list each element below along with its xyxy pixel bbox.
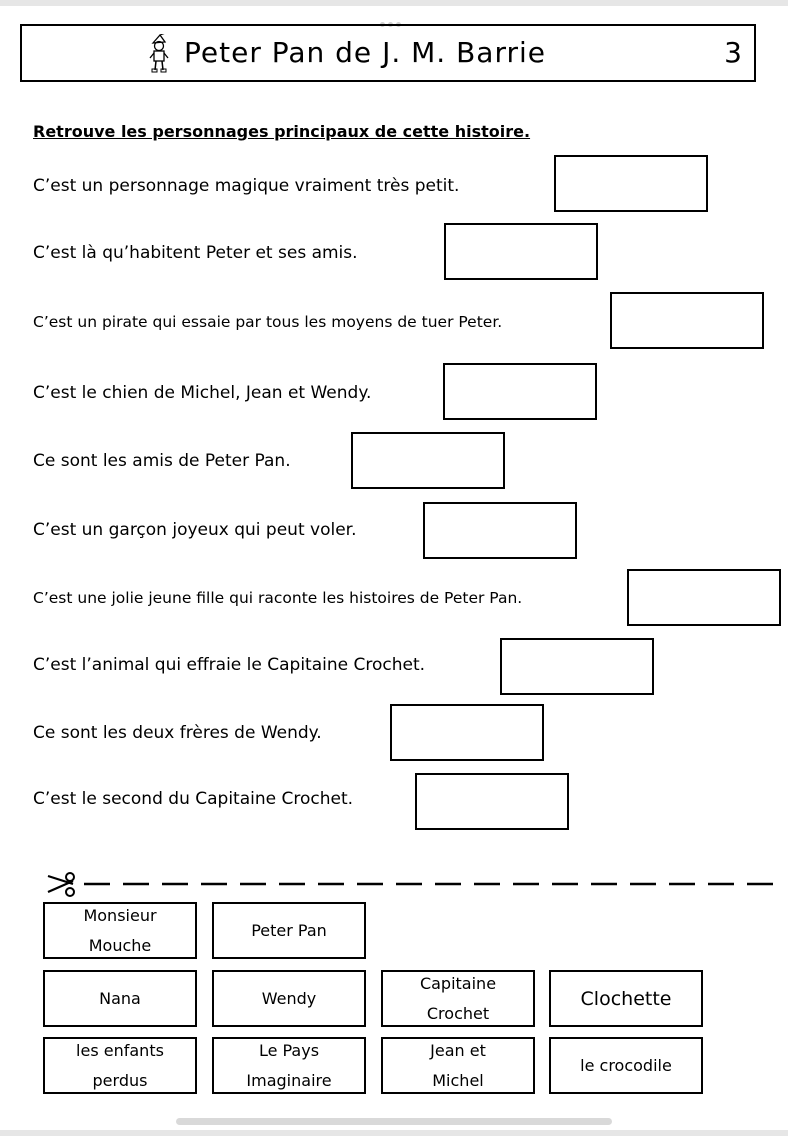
answer-box-8[interactable] bbox=[500, 638, 654, 695]
card-clochette[interactable]: Clochette bbox=[549, 970, 703, 1027]
question-10: C’est le second du Capitaine Crochet. bbox=[33, 789, 354, 809]
cut-line bbox=[47, 872, 782, 897]
question-4: C’est le chien de Michel, Jean et Wendy. bbox=[33, 383, 372, 403]
horizontal-scrollbar[interactable] bbox=[176, 1118, 612, 1125]
card-crocodile[interactable]: le crocodile bbox=[549, 1037, 703, 1094]
drag-handle[interactable] bbox=[380, 12, 408, 27]
answer-box-2[interactable] bbox=[444, 223, 598, 280]
card-peter-pan[interactable]: Peter Pan bbox=[212, 902, 366, 959]
answer-box-5[interactable] bbox=[351, 432, 505, 489]
page-number: 3 bbox=[724, 36, 742, 69]
title-box: Peter Pan de J. M. Barrie 3 bbox=[20, 24, 756, 82]
answer-box-6[interactable] bbox=[423, 502, 577, 559]
answer-box-1[interactable] bbox=[554, 155, 708, 212]
peter-pan-figure-icon bbox=[149, 34, 169, 73]
answer-box-9[interactable] bbox=[390, 704, 544, 761]
bottom-bar bbox=[0, 1130, 788, 1136]
answer-box-3[interactable] bbox=[610, 292, 764, 349]
answer-box-7[interactable] bbox=[627, 569, 781, 626]
scissors-icon bbox=[47, 872, 75, 897]
top-bar bbox=[0, 0, 788, 6]
question-2: C’est là qu’habitent Peter et ses amis. bbox=[33, 243, 358, 263]
question-6: C’est un garçon joyeux qui peut voler. bbox=[33, 520, 357, 540]
question-5: Ce sont les amis de Peter Pan. bbox=[33, 451, 291, 471]
answer-box-4[interactable] bbox=[443, 363, 597, 420]
question-9: Ce sont les deux frères de Wendy. bbox=[33, 723, 322, 743]
question-3: C’est un pirate qui essaie par tous les … bbox=[33, 313, 503, 331]
question-7: C’est une jolie jeune fille qui raconte … bbox=[33, 589, 523, 607]
page-title: Peter Pan de J. M. Barrie bbox=[184, 36, 546, 69]
card-wendy[interactable]: Wendy bbox=[212, 970, 366, 1027]
question-1: C’est un personnage magique vraiment trè… bbox=[33, 176, 460, 196]
answer-box-10[interactable] bbox=[415, 773, 569, 830]
card-nana[interactable]: Nana bbox=[43, 970, 197, 1027]
question-8: C’est l’animal qui effraie le Capitaine … bbox=[33, 655, 426, 675]
instruction-heading: Retrouve les personnages principaux de c… bbox=[33, 122, 531, 141]
